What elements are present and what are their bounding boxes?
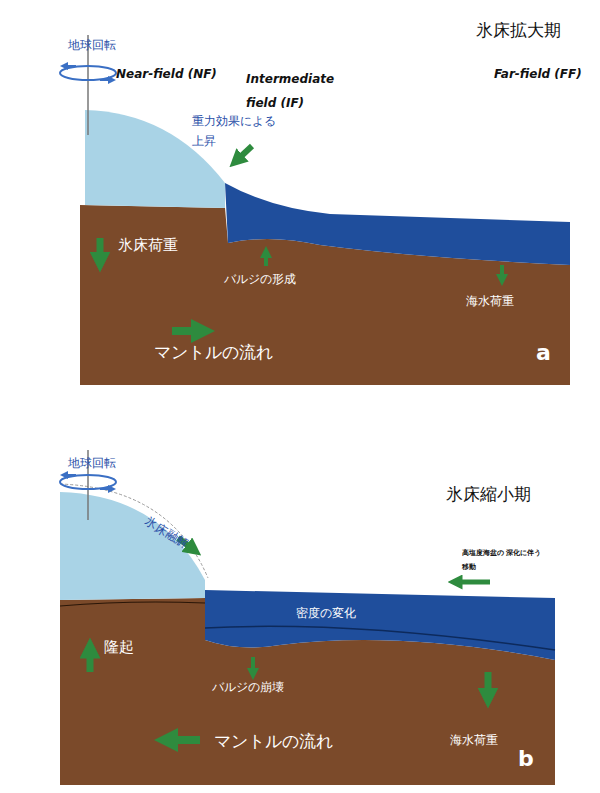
phase-title: 氷床拡大期 [476,20,561,40]
ocean [205,590,555,660]
ocean [225,183,570,265]
migration-arrow [455,580,490,585]
callout-label: 氷床荷重 [118,236,178,254]
panel-a [60,35,570,385]
ice-sheet [60,492,205,600]
rotation-label: 地球回転 [68,456,116,470]
callout-label: 密度の変化 [296,606,356,620]
callout-label: マントルの流れ [154,342,273,362]
callout-label: 海水荷重 [466,294,514,308]
density-line [205,626,555,650]
bulge-collapse-arrow [251,657,255,674]
rotation-arrow [100,79,112,81]
rotation-ellipse [60,66,116,80]
phase-title: 氷床縮小期 [446,484,531,504]
panel-letter: a [536,340,551,366]
callout-label: 隆起 [104,638,134,656]
rotation-ellipse [60,475,116,489]
rotation-arrow [100,488,112,490]
callout-label: 高塩度海盆の 深化に伴う移動 [462,546,548,574]
rotation-label: 地球回転 [68,38,116,52]
water-load-arrow [500,265,504,280]
uplift-arrow [87,648,94,672]
panel-letter: b [518,746,534,772]
mantle-flow-arrow [172,327,203,335]
region-label: Intermediate field (IF) [246,67,342,115]
callout-label: バルジの崩壊 [212,680,284,694]
mantle-flow-arrow [166,736,200,744]
callout-label: 重力効果による 上昇 [192,111,288,151]
former-ice-outline [60,484,208,578]
panel-b [60,450,555,785]
callout-label: マントルの流れ [214,731,333,751]
rotation-arrow [64,65,76,67]
gravity-arrow [236,146,252,161]
rotation-arrow [64,474,76,476]
region-label: Far-field (FF) [494,67,582,81]
region-label: Near-field (NF) [116,67,217,81]
water-load-arrow [485,672,492,698]
ice-load-arrow [97,238,104,262]
bulge-arrow [264,252,268,266]
uplift-line [60,602,205,606]
callout-label: バルジの形成 [224,272,296,286]
callout-label: 海水荷重 [450,733,498,747]
